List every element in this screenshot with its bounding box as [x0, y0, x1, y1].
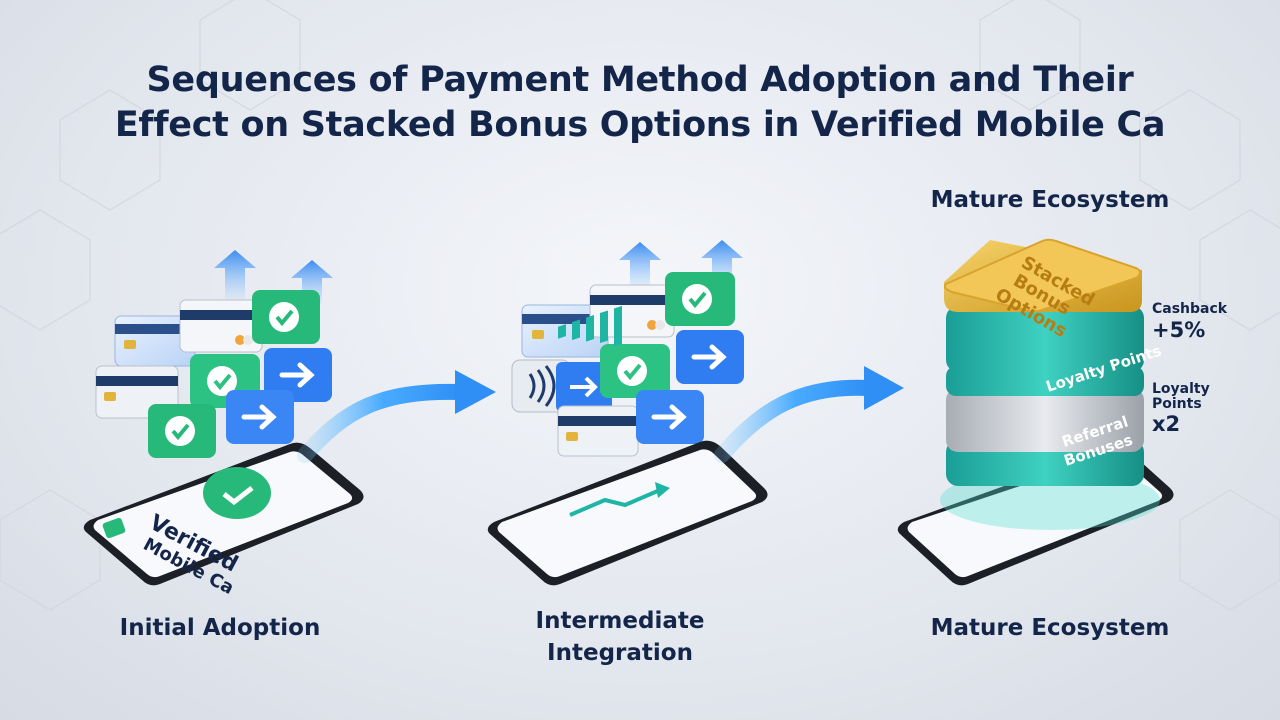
- phone-2: [487, 305, 768, 586]
- transfer-arrow-icon: [226, 390, 294, 444]
- wallet-check-icon: [665, 272, 735, 326]
- payment-card-icon: [114, 315, 196, 367]
- stage-3-illustration: [897, 238, 1174, 586]
- cashback-label: Cashback: [1152, 301, 1228, 317]
- flow-arrow-icon: [297, 370, 496, 463]
- wallet-check-icon: [148, 404, 216, 458]
- flow-arrow-icon: [714, 366, 904, 463]
- wallet-check-icon: [252, 290, 320, 344]
- payment-card-icon: [557, 405, 639, 457]
- cashback-note: Cashback +5%: [1152, 302, 1227, 341]
- phone-1: [83, 442, 364, 586]
- cashback-value: +5%: [1152, 317, 1206, 342]
- wallet-check-icon: [600, 344, 670, 398]
- up-arrow-icon: [214, 250, 333, 305]
- transfer-arrow-icon: [636, 390, 704, 444]
- stage-2-label-line-1: Intermediate: [535, 608, 705, 634]
- growth-chart-icon: [558, 305, 670, 517]
- stage-2-label: Intermediate Integration: [490, 605, 750, 669]
- stage-3-top-label: Mature Ecosystem: [930, 187, 1170, 213]
- title-line-2: Effect on Stacked Bonus Options in Verif…: [114, 105, 1166, 145]
- loyalty-value: x2: [1152, 412, 1181, 437]
- stage-2-label-line-2: Integration: [547, 640, 693, 666]
- stage-1-label: Initial Adoption: [119, 615, 321, 641]
- stage-1-illustration: [83, 250, 364, 586]
- verified-check-icon: [203, 467, 271, 519]
- stage-3-label: Mature Ecosystem: [930, 615, 1170, 641]
- contactless-icon: [511, 359, 571, 413]
- bonus-stack: [943, 238, 1144, 486]
- diagram-title: Sequences of Payment Method Adoption and…: [40, 58, 1240, 148]
- transfer-arrow-icon: [264, 348, 332, 402]
- transfer-arrow-icon: [556, 362, 612, 412]
- payment-card-icon: [179, 299, 263, 353]
- transfer-arrow-icon: [676, 330, 744, 384]
- title-line-1: Sequences of Payment Method Adoption and…: [146, 60, 1134, 100]
- loyalty-note: Loyalty Points x2: [1152, 381, 1210, 437]
- loyalty-label-line-2: Points: [1152, 395, 1202, 412]
- loyalty-label-line-1: Loyalty: [1152, 381, 1210, 397]
- up-arrow-icon: [619, 240, 743, 290]
- stage-2-illustration: [487, 240, 768, 586]
